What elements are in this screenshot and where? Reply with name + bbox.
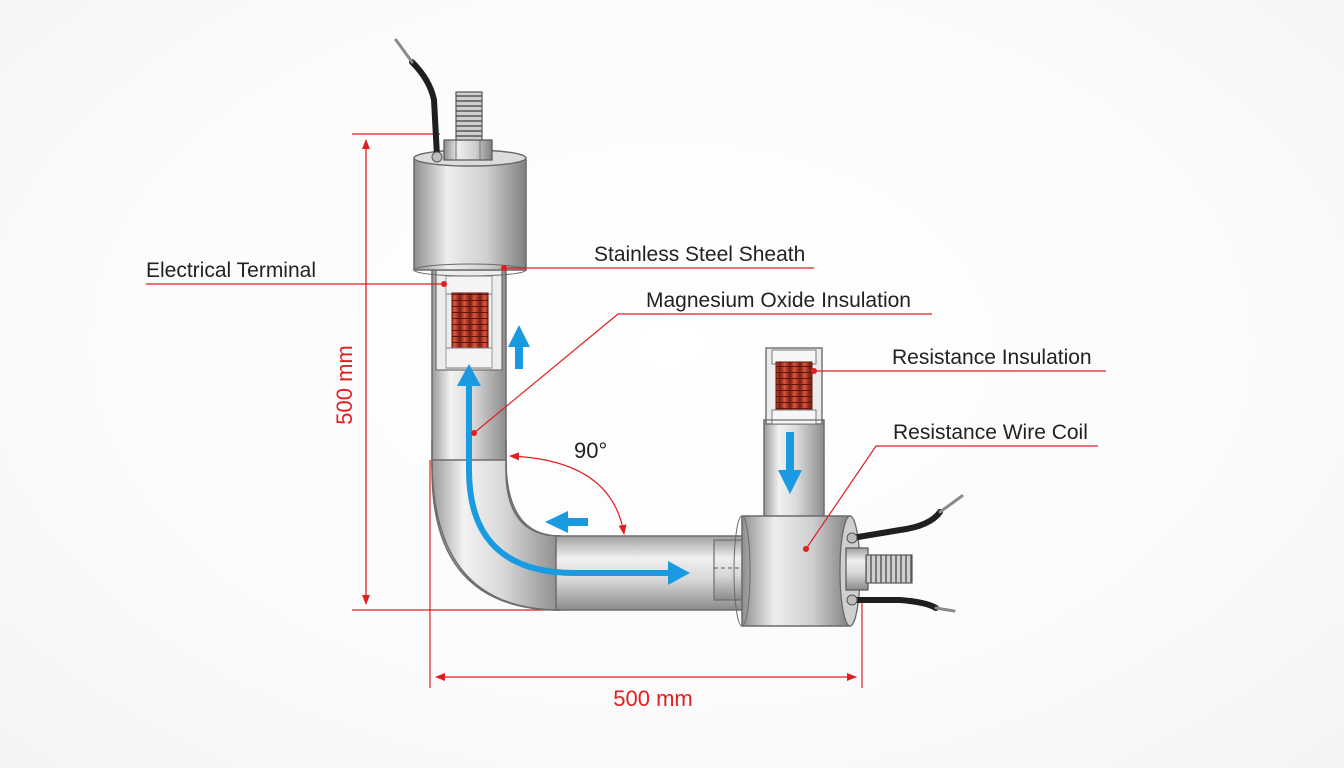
magnesium-oxide-insulation-label: Magnesium Oxide Insulation — [646, 289, 911, 312]
main-flow-arrow — [466, 386, 668, 576]
up-flow-arrow — [515, 345, 523, 369]
resistance-insulation-coil — [775, 361, 813, 413]
flow-arrows — [457, 325, 802, 585]
top-lead-wire — [409, 59, 440, 159]
right-threaded-stud — [865, 554, 913, 584]
label-resistance-wire-coil: Resistance Wire Coil — [803, 421, 1098, 552]
angle-annotation: 90° — [509, 438, 627, 535]
height-dimension: 500 mm — [332, 133, 550, 611]
right-end-connector — [713, 494, 964, 627]
stainless-steel-sheath-label: Stainless Steel Sheath — [594, 243, 805, 266]
label-stainless-steel-sheath: Stainless Steel Sheath — [501, 243, 814, 271]
right-upper-lead-wire — [849, 509, 943, 541]
resistance-insulation-label: Resistance Insulation — [892, 346, 1092, 369]
width-dimension: 500 mm — [429, 460, 863, 711]
electrical-terminal-label: Electrical Terminal — [146, 259, 316, 282]
width-dimension-label: 500 mm — [613, 686, 692, 711]
top-resistance-coil — [451, 292, 489, 350]
label-resistance-insulation: Resistance Insulation — [811, 346, 1106, 374]
height-dimension-label: 500 mm — [332, 345, 357, 424]
top-terminal-assembly — [394, 38, 527, 371]
right-lower-lead-wire — [849, 597, 939, 611]
resistance-wire-coil-label: Resistance Wire Coil — [893, 421, 1088, 444]
angle-label: 90° — [574, 438, 607, 463]
label-electrical-terminal: Electrical Terminal — [146, 259, 447, 287]
label-magnesium-oxide-insulation: Magnesium Oxide Insulation — [471, 289, 932, 436]
left-flow-arrow — [566, 518, 588, 526]
down-flow-arrow — [786, 432, 794, 472]
top-threaded-stud — [455, 91, 483, 141]
